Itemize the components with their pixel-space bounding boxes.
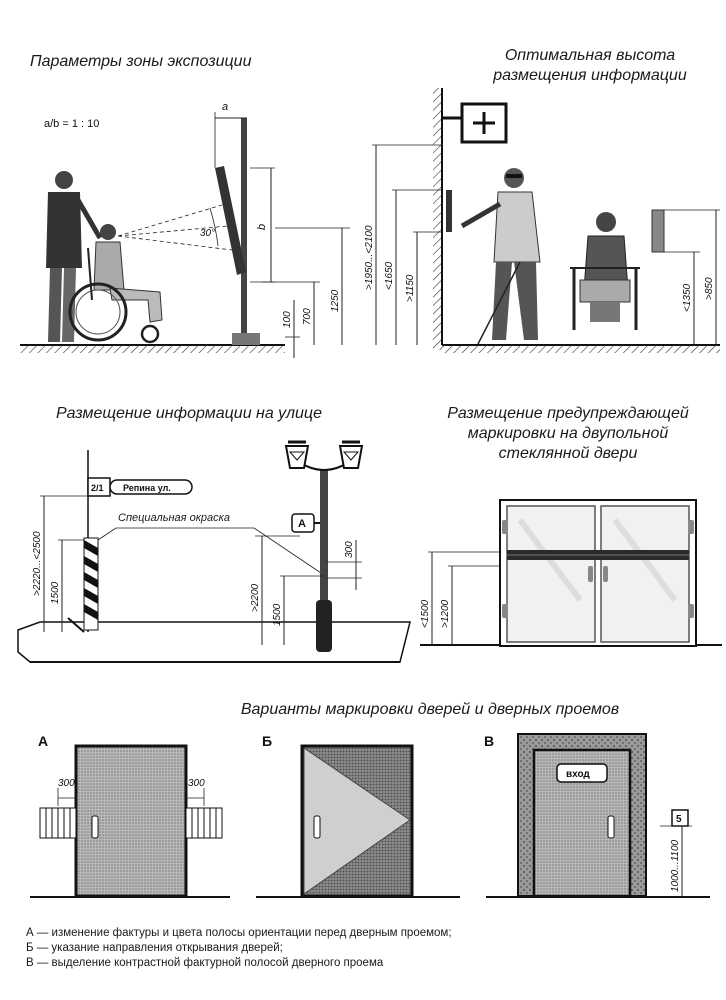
wall-sign — [651, 209, 665, 253]
door-variants-panel — [30, 733, 710, 898]
dim-1000-1100: 1000...1100 — [670, 839, 681, 892]
wall-hatch — [433, 88, 442, 350]
sign-post — [241, 118, 247, 340]
dim-post-1500: 1500 — [272, 603, 283, 626]
glass-door-title-line1: Размещение предупреждающей — [447, 405, 689, 422]
dim-1350: <1350 — [682, 283, 693, 312]
street-panel — [17, 440, 411, 663]
dim-1650: <1650 — [384, 261, 395, 290]
post-base — [232, 333, 260, 345]
variant-letter-a: А — [38, 733, 48, 749]
dim-b: b — [256, 224, 268, 230]
dim-left-300: 300 — [58, 778, 75, 789]
wheelchair-user — [68, 224, 163, 344]
tactile-strip-left — [39, 807, 77, 839]
dim-300: 300 — [344, 541, 355, 558]
floor-hatch — [442, 345, 720, 353]
glass-door-title-line2: маркировки на двупольной — [467, 425, 669, 442]
door-leaf-right — [600, 505, 690, 643]
variant-letter-b: Б — [262, 733, 272, 749]
door-leaf-left — [506, 505, 596, 643]
room-number: 5 — [676, 814, 682, 825]
legend-line-b: Б — указание направления открывания двер… — [26, 942, 283, 954]
optimal-height-title-line1: Оптимальная высота — [504, 47, 676, 64]
special-paint-stripes — [84, 540, 98, 620]
dim-1950-2100: >1950...<2100 — [364, 225, 375, 290]
entrance-text: вход — [566, 769, 590, 780]
optimal-height-title: Оптимальная высота размещения информации — [470, 46, 710, 86]
exposition-panel — [20, 112, 350, 358]
optimal-height-title-line2: размещения информации — [493, 67, 687, 84]
dim-850: >850 — [704, 277, 715, 300]
street-name-sign — [109, 479, 193, 495]
exposition-title: Параметры зоны экспозиции — [30, 53, 252, 70]
tactile-strip-right — [185, 807, 223, 839]
standing-person — [46, 171, 103, 342]
street-title: Размещение информации на улице — [56, 405, 322, 422]
street-name: Репина ул. — [123, 483, 171, 493]
special-paint-label: Специальная окраска — [118, 512, 230, 524]
blind-person — [460, 168, 541, 345]
door-variants-title: Варианты маркировки дверей и дверных про… — [240, 701, 620, 718]
ratio-label: a/b = 1 : 10 — [44, 118, 99, 130]
variant-letter-v: В — [484, 733, 494, 749]
dim-2220-2500: >2220...<2500 — [32, 531, 43, 596]
legend: А — изменение фактуры и цвета полосы ори… — [26, 926, 452, 971]
optimal-height-panel — [372, 88, 720, 353]
dim-1250: 1250 — [330, 289, 341, 312]
dim-street-1500: 1500 — [50, 581, 61, 604]
dim-1150: >1150 — [405, 274, 416, 302]
wheelchair-user-2 — [570, 212, 640, 330]
tilted-board — [215, 166, 246, 275]
legend-line-v: В — выделение контрастной фактурной поло… — [26, 957, 384, 969]
glass-door-title-line3: стеклянной двери — [498, 445, 638, 462]
glass-door-title: Размещение предупреждающей маркировки на… — [418, 404, 718, 464]
angle-label: 30° — [200, 228, 215, 239]
plaque-letter: А — [298, 518, 306, 530]
lamp-post — [320, 470, 328, 602]
dim-a: a — [222, 101, 228, 113]
legend-line-a: А — изменение фактуры и цвета полосы ори… — [26, 927, 452, 939]
dim-100: 100 — [282, 311, 293, 328]
house-number: 2/1 — [91, 483, 104, 493]
lantern-left — [284, 445, 310, 469]
dim-700: 700 — [302, 308, 313, 325]
lantern-right — [338, 445, 364, 469]
dim-lt-1500: <1500 — [420, 599, 431, 628]
ground-hatch — [20, 345, 285, 353]
dim-gt-1200: >1200 — [440, 599, 451, 628]
opening-direction-triangle — [303, 747, 411, 895]
sign-box — [460, 102, 508, 144]
glass-door-panel — [420, 499, 722, 647]
entrance-sign — [556, 763, 608, 783]
dim-right-300: 300 — [188, 778, 205, 789]
dim-2200: >2200 — [250, 583, 261, 612]
